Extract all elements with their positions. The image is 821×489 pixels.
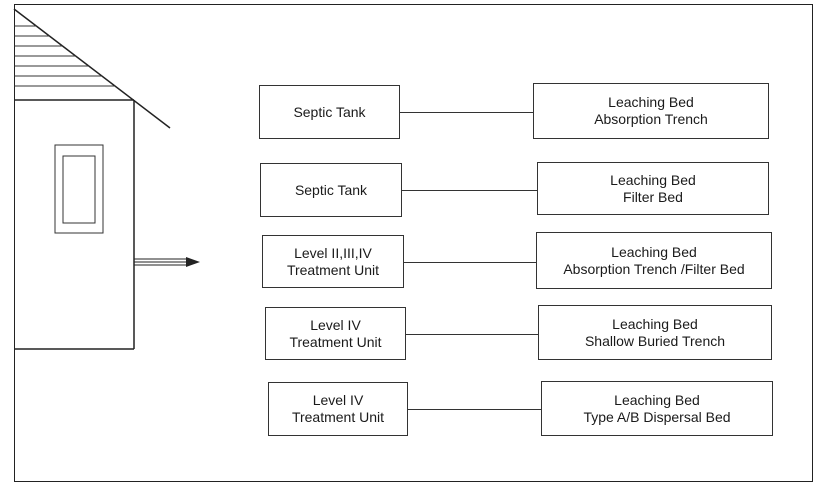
right-box-2-line-2: Filter Bed: [623, 188, 683, 205]
right-box-1-line-2: Absorption Trench: [594, 111, 708, 127]
left-box-2: Septic Tank: [260, 163, 402, 217]
connector-2: [402, 190, 537, 191]
right-box-3-line-1: Leaching Bed: [611, 243, 697, 260]
roof-shingles: [14, 25, 115, 87]
connector-5: [408, 409, 541, 410]
right-box-4-line-1: Leaching Bed: [612, 315, 698, 332]
left-box-4-line-2: Treatment Unit: [289, 333, 382, 350]
diagram-frame: [14, 4, 813, 482]
connector-4: [406, 333, 538, 335]
left-box-5-line-2: Treatment Unit: [291, 409, 385, 425]
house-wall: [14, 99, 135, 350]
roof-edge: [13, 8, 171, 129]
left-box-1: Septic Tank: [259, 85, 400, 139]
left-box-4-line-1: Level IV: [310, 316, 361, 333]
right-box-5-line-2: Type A/B Dispersal Bed: [583, 408, 731, 425]
left-box-2-line-1: Septic Tank: [294, 181, 368, 198]
right-box-4-line-2: Shallow Buried Trench: [584, 332, 726, 349]
connector-3: [404, 261, 536, 263]
right-box-3-line-2: Absorption Trench /Filter Bed: [563, 260, 745, 277]
right-box-2-line-1: Leaching Bed: [610, 171, 696, 188]
right-box-5-line-1: Leaching Bed: [614, 391, 700, 408]
left-box-1-line-1: Septic Tank: [293, 103, 366, 120]
window-pane: [62, 155, 96, 224]
left-box-3-line-1: Level II,III,IV: [294, 244, 372, 261]
outlet-arrow: [134, 257, 200, 267]
right-box-1-line-1: Leaching Bed: [608, 94, 694, 110]
window-frame: [54, 144, 104, 234]
connector-1: [400, 112, 533, 113]
left-box-5-line-1: Level IV: [312, 392, 364, 408]
left-box-3-line-2: Treatment Unit: [286, 261, 380, 278]
